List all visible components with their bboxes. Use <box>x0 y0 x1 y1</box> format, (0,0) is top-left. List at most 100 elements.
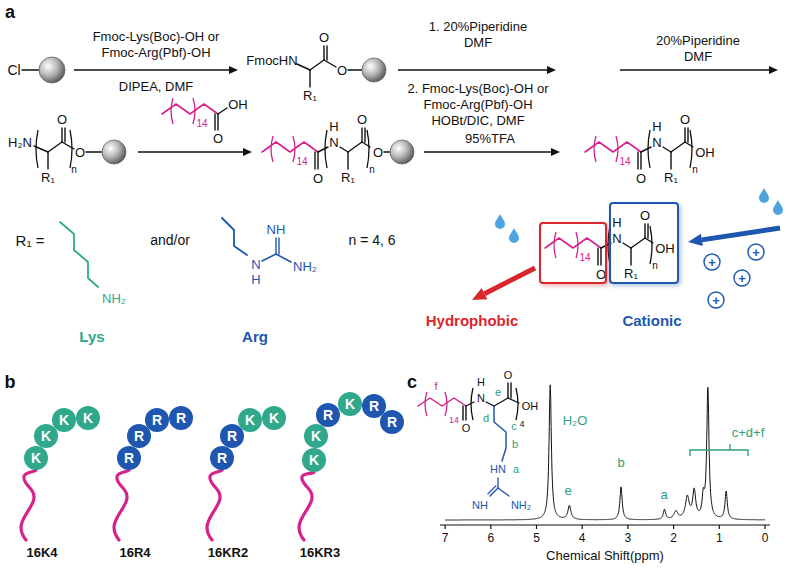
residue-circle: K <box>262 406 286 430</box>
label: HOBt/DIC, DMF <box>431 114 524 127</box>
nmr-spectrum <box>445 385 765 520</box>
bond-line <box>361 128 362 142</box>
label: O <box>75 146 85 159</box>
charge-ring <box>708 292 724 308</box>
label: N <box>612 232 621 245</box>
label: H₂O <box>563 414 588 427</box>
residue-letter: K <box>309 453 319 467</box>
residue-circle: K <box>76 406 100 430</box>
label: OH <box>695 146 715 159</box>
region-label: Cationic <box>622 313 681 328</box>
arrow-head <box>472 288 487 300</box>
bond-line <box>347 152 348 169</box>
label: H <box>251 273 260 286</box>
residue-letter: R <box>152 413 162 427</box>
arrow-head <box>547 66 556 74</box>
label: O <box>640 209 650 222</box>
axis-tick <box>582 525 583 529</box>
label: NH₂ <box>102 292 126 305</box>
peak-bracket <box>729 444 730 450</box>
peak-bracket <box>690 450 748 456</box>
label: 3 <box>625 532 632 544</box>
label: Cl <box>7 63 20 77</box>
label: + <box>738 272 746 285</box>
label: OH <box>522 401 539 412</box>
water-drop <box>495 214 505 229</box>
label: O <box>636 172 646 185</box>
label: O <box>680 113 690 126</box>
label: R₁ <box>303 89 317 102</box>
label: N <box>477 393 485 404</box>
hydrophobic-box: Hydrophobic <box>539 222 607 284</box>
label: H <box>477 377 485 388</box>
label: 2 <box>670 532 677 544</box>
bond-line <box>465 406 466 420</box>
label: R₁ <box>341 171 355 184</box>
bond-line <box>671 142 685 152</box>
bracket <box>271 136 273 162</box>
label: DMF <box>684 50 712 63</box>
label: and/or <box>150 233 190 247</box>
bracket <box>293 136 295 162</box>
bond-line <box>218 108 227 114</box>
bond-line <box>507 383 508 398</box>
label: 20%Piperidine <box>656 34 740 47</box>
arrow-head <box>769 66 778 74</box>
arrow-head <box>243 148 252 156</box>
bond-line <box>86 151 102 152</box>
label: O <box>57 113 67 126</box>
bond-line <box>670 152 671 169</box>
arrow-shaft <box>484 268 535 294</box>
bracket <box>594 136 596 162</box>
label: f <box>434 381 437 392</box>
label: 16KR2 <box>208 546 248 559</box>
residue-letter: R <box>387 415 397 429</box>
label: 14 <box>579 253 590 263</box>
label: O <box>504 370 513 381</box>
label: H <box>612 216 621 229</box>
bond-line <box>600 248 601 265</box>
charge-ring <box>734 270 750 286</box>
bond-line <box>217 114 218 130</box>
bond-line <box>510 383 511 398</box>
residue-letter: R <box>217 451 227 465</box>
bond-line <box>47 152 48 169</box>
bond-line <box>60 222 98 287</box>
axis-tick <box>536 525 537 529</box>
lipid-tail <box>207 470 222 540</box>
label: b <box>617 456 624 469</box>
label: a <box>660 488 667 501</box>
bond-line <box>663 147 671 152</box>
bond-line <box>641 147 651 152</box>
water-drop <box>773 200 783 215</box>
label: 16KR3 <box>300 546 340 559</box>
residue-letter: R <box>176 411 186 425</box>
bracket <box>36 130 38 168</box>
bond-line <box>462 406 463 420</box>
label: 14 <box>196 119 207 129</box>
label: DMF <box>464 36 492 49</box>
cationic-box: Cationic <box>609 202 679 284</box>
label: NH <box>472 500 488 511</box>
residue-circle: K <box>24 446 48 470</box>
x-axis <box>440 524 770 525</box>
axis-tick <box>764 525 765 529</box>
arrow-shaft <box>620 69 769 70</box>
label: n <box>369 165 375 175</box>
label: b <box>512 439 518 450</box>
residue-letter: K <box>31 451 41 465</box>
label: H <box>329 120 338 133</box>
bracket <box>554 232 556 258</box>
label: c <box>407 373 417 391</box>
water-drop <box>759 188 769 203</box>
residue-letter: R <box>227 429 237 443</box>
label: O <box>313 172 323 185</box>
bracket <box>471 388 473 420</box>
label: d <box>483 413 489 424</box>
residue-circle: R <box>210 446 234 470</box>
label: O <box>213 132 223 145</box>
bond-line <box>498 488 509 496</box>
bracket <box>325 130 327 168</box>
label: e <box>564 484 571 497</box>
label: 5 <box>533 532 540 544</box>
